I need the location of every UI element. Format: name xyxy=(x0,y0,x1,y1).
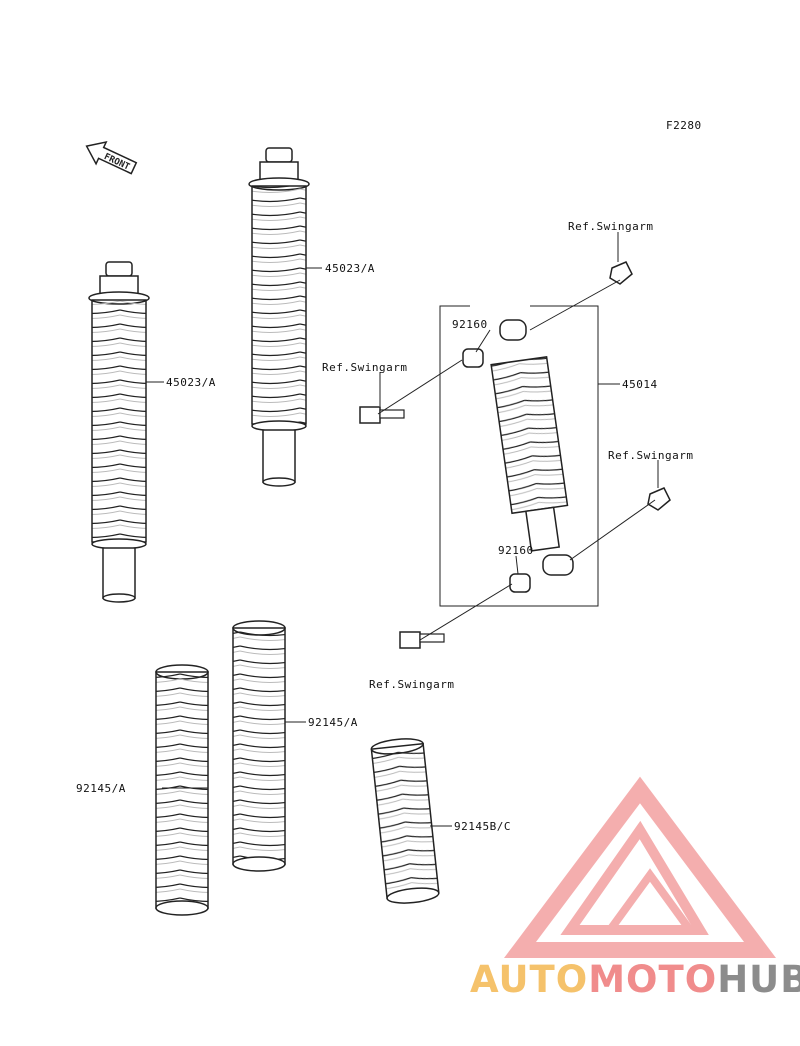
label-ref-swingarm-right: Ref.Swingarm xyxy=(608,449,693,462)
label-shock-assembly-left: 45023/A xyxy=(166,376,216,389)
diagram-code: F2280 xyxy=(666,119,702,132)
bolt-lower xyxy=(399,631,445,649)
label-spring-a-center: 92145/A xyxy=(308,716,358,729)
watermark-logo xyxy=(504,776,776,958)
label-bushing-top: 92160 xyxy=(452,318,488,331)
bolt-upper xyxy=(359,406,405,424)
nut-upper xyxy=(609,261,633,285)
shock-assembly-left xyxy=(88,261,150,603)
assembly-bracket xyxy=(439,305,599,607)
label-ref-swingarm-top: Ref.Swingarm xyxy=(568,220,653,233)
watermark-moto: MOTO xyxy=(588,958,718,1001)
shock-absorber xyxy=(490,319,574,576)
spring-bc xyxy=(370,738,440,904)
label-ref-swingarm-left: Ref.Swingarm xyxy=(322,361,407,374)
nut-lower xyxy=(647,487,671,511)
front-arrow-icon: FRONT xyxy=(85,141,138,175)
watermark-auto: AUTO xyxy=(470,958,589,1001)
label-bushing-bottom: 92160 xyxy=(498,544,534,557)
label-ref-swingarm-bottom: Ref.Swingarm xyxy=(369,678,454,691)
bushing-lower xyxy=(509,573,531,593)
label-spring-bc: 92145B/C xyxy=(454,820,511,833)
bushing-upper xyxy=(462,348,484,368)
shock-assembly-top xyxy=(248,147,310,487)
leader-lines xyxy=(146,232,659,827)
spring-left xyxy=(155,664,209,916)
label-shock-absorber: 45014 xyxy=(622,378,658,391)
spring-center xyxy=(232,620,286,872)
watermark-text: AUTOMOTOHUB xyxy=(470,958,800,1001)
label-shock-assembly-top: 45023/A xyxy=(325,262,375,275)
watermark-hub: HUB xyxy=(717,958,800,1001)
label-spring-a-left: 92145/A xyxy=(76,782,126,795)
